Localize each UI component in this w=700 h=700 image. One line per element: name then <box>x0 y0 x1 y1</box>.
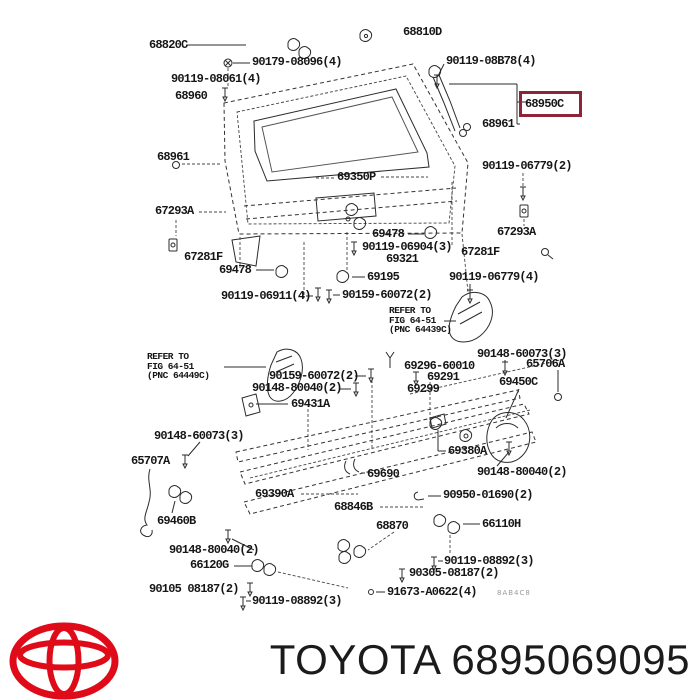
part-label-67293a: 67293A <box>155 204 194 218</box>
part-label-90159-60072-2-: 90159-60072(2) <box>269 369 359 383</box>
part-label-68810d: 68810D <box>403 25 442 39</box>
leader-lines <box>171 44 559 602</box>
toyota-logo-icon <box>9 622 119 700</box>
part-label-65706a: 65706A <box>526 357 565 371</box>
highlighted-part-box: 68950C <box>519 91 582 117</box>
diagram-linework <box>140 29 562 611</box>
part-label-90159-60072-2-: 90159-60072(2) <box>342 288 432 302</box>
brand-part-number-text: TOYOTA 6895069095 <box>269 636 690 683</box>
part-label-69296-60010: 69296-60010 <box>404 359 475 373</box>
part-label-90179-08096-4-: 90179-08096(4) <box>252 55 342 69</box>
back-door-drawing <box>223 63 469 267</box>
part-label-69299: 69299 <box>407 382 440 396</box>
part-label-90950-01690-2-: 90950-01690(2) <box>443 488 533 502</box>
part-label-69390a: 69390A <box>255 487 294 501</box>
part-label-90119-06911-4-: 90119-06911(4) <box>221 289 311 303</box>
part-label-69450c: 69450C <box>499 375 538 389</box>
part-label-90105-08187-2-: 90105 08187(2) <box>149 582 239 596</box>
part-label-69431a: 69431A <box>291 397 330 411</box>
lower-panel-drawing <box>235 359 561 515</box>
part-label-90119-06779-2-: 90119-06779(2) <box>482 159 572 173</box>
part-label-65707a: 65707A <box>131 454 170 468</box>
part-label-90119-08892-3-: 90119-08892(3) <box>444 554 534 568</box>
part-label-90119-06779-4-: 90119-06779(4) <box>449 270 539 284</box>
part-label-68820c: 68820C <box>149 38 188 52</box>
part-label-90148-80040-2-: 90148-80040(2) <box>477 465 567 479</box>
part-labels-layer: 68820C 90179-08096(4) 90119-08061(4) 68960 6… <box>131 25 572 608</box>
part-label-90119-08b78-4-: 90119-08B78(4) <box>446 54 536 68</box>
part-label-66120g: 66120G <box>190 558 229 572</box>
part-label-69321: 69321 <box>386 252 419 266</box>
part-label-69380a: 69380A <box>448 444 487 458</box>
part-label-90119-08061-4-: 90119-08061(4) <box>171 72 261 86</box>
hardware-glyphs <box>140 29 562 611</box>
part-label-68846b: 68846B <box>334 500 373 514</box>
part-label-69350p: 69350P <box>337 170 376 184</box>
plate-code: 8AB4C8 <box>497 589 531 597</box>
footer: TOYOTA 6895069095 <box>0 618 700 700</box>
part-label-67293a: 67293A <box>497 225 536 239</box>
part-label-69195: 69195 <box>367 270 400 284</box>
part-label-90148-80040-2-: 90148-80040(2) <box>252 381 342 395</box>
part-label-67281f: 67281F <box>184 250 223 264</box>
part-label-68961: 68961 <box>157 150 190 164</box>
part-label-90119-08892-3-: 90119-08892(3) <box>252 594 342 608</box>
part-label-69478: 69478 <box>219 263 252 277</box>
part-label-90148-60073-3-: 90148-60073(3) <box>477 347 567 361</box>
part-label-68870: 68870 <box>376 519 409 533</box>
part-label-66110h: 66110H <box>482 517 521 531</box>
part-label-69460b: 69460B <box>157 514 196 528</box>
part-label-69690: 69690 <box>367 467 400 481</box>
part-label-90119-06904-3-: 90119-06904(3) <box>362 240 452 254</box>
part-label-68960: 68960 <box>175 89 208 103</box>
part-label-91673-a0622-4-: 91673-A0622(4) <box>387 585 477 599</box>
part-label-69478: 69478 <box>372 227 405 241</box>
highlighted-part-label: 68950C <box>525 97 564 111</box>
part-label-90148-60073-3-: 90148-60073(3) <box>154 429 244 443</box>
part-label-90148-80040-2-: 90148-80040(2) <box>169 543 259 557</box>
part-label-90305-08187-2-: 90305-08187(2) <box>409 566 499 580</box>
part-label-67281f: 67281F <box>461 245 500 259</box>
part-label-69291: 69291 <box>427 370 460 384</box>
part-label-68961: 68961 <box>482 117 515 131</box>
